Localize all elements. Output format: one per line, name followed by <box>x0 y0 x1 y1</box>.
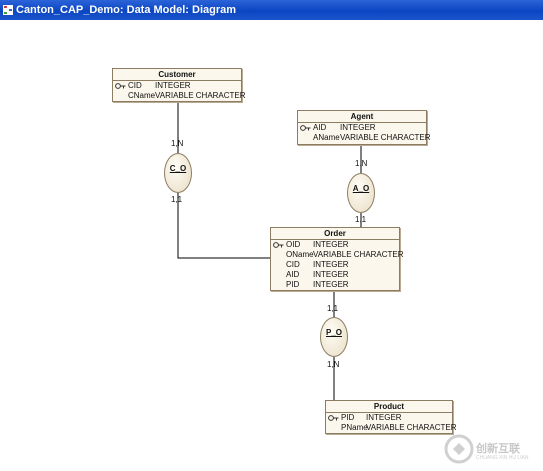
attr-type: INTEGER <box>366 413 402 422</box>
attr-type: VARIABLE CHARACTER <box>313 250 404 259</box>
attr-name: AID <box>286 270 300 279</box>
cardinality-p-o-top: 1,1 <box>327 304 339 313</box>
cardinality-c-o-top: 1,N <box>171 139 184 148</box>
attr-name: AID <box>313 123 327 132</box>
entity-agent-attr-row: AID INTEGER <box>298 123 426 133</box>
watermark: 创新互联 CHUANG XIN HU LIAN <box>444 426 543 471</box>
attr-type: VARIABLE CHARACTER <box>340 133 431 142</box>
attr-name: OID <box>286 240 301 249</box>
entity-order-attr-row: CID INTEGER <box>271 260 399 270</box>
primary-key-icon <box>328 415 339 421</box>
primary-key-icon <box>300 125 311 131</box>
entity-product-attr-row: PName VARIABLE CHARACTER <box>326 423 457 433</box>
attr-type: INTEGER <box>155 81 191 90</box>
attr-name: PID <box>286 280 300 289</box>
attr-name: CName <box>128 91 156 100</box>
attr-name: PName <box>341 423 368 432</box>
entity-customer-title: Customer <box>113 69 241 81</box>
window-titlebar: Canton_CAP_Demo: Data Model: Diagram <box>0 0 543 20</box>
entity-order-title: Order <box>271 228 399 240</box>
entity-product[interactable]: Product PID INTEGER PName VARIABLE CHARA… <box>325 400 457 434</box>
cardinality-a-o-bottom: 1,1 <box>355 215 367 224</box>
entity-agent[interactable]: Agent AID INTEGER AName VARIABLE CHARACT… <box>297 110 431 145</box>
attr-name: OName <box>286 250 314 259</box>
connector-c-o-order <box>177 193 271 259</box>
attr-name: AName <box>313 133 340 142</box>
entity-customer-attr-row: CName VARIABLE CHARACTER <box>113 91 246 101</box>
entity-order-attr-row: PID INTEGER <box>271 280 399 290</box>
entity-product-attr-row: PID INTEGER <box>326 413 452 423</box>
watermark-logo-icon <box>444 434 474 464</box>
cardinality-c-o-bottom: 1,1 <box>171 195 183 204</box>
cardinality-a-o-top: 1,N <box>355 159 368 168</box>
relationship-p-o-label: P_O <box>325 328 342 337</box>
watermark-subtext: CHUANG XIN HU LIAN <box>476 455 529 461</box>
attr-type: VARIABLE CHARACTER <box>366 423 457 432</box>
attr-type: INTEGER <box>313 270 349 279</box>
connector-lines <box>177 100 362 400</box>
attr-type: VARIABLE CHARACTER <box>155 91 246 100</box>
entity-agent-attr-row: AName VARIABLE CHARACTER <box>298 133 431 143</box>
entity-order[interactable]: Order OID INTEGER OName VARIABLE CHARACT… <box>270 227 404 291</box>
app-icon <box>3 5 13 15</box>
primary-key-icon <box>273 242 284 248</box>
relationship-a-o[interactable]: A_O <box>347 173 375 213</box>
relationship-p-o[interactable]: P_O <box>320 317 348 357</box>
window-title: Canton_CAP_Demo: Data Model: Diagram <box>16 4 237 16</box>
entity-order-attr-row: OID INTEGER <box>271 240 399 250</box>
diagram-canvas[interactable]: Customer CID INTEGER CName VARIABLE CHAR… <box>0 20 543 471</box>
attr-name: CID <box>128 81 142 90</box>
entity-product-title: Product <box>326 401 452 413</box>
cardinality-p-o-bottom: 1,N <box>327 360 340 369</box>
entity-agent-title: Agent <box>298 111 426 123</box>
attr-type: INTEGER <box>313 280 349 289</box>
relationship-c-o-label: C_O <box>169 164 187 173</box>
watermark-text: 创新互联 <box>476 443 520 455</box>
attr-type: INTEGER <box>340 123 376 132</box>
relationship-a-o-label: A_O <box>352 184 370 193</box>
attr-name: CID <box>286 260 300 269</box>
relationship-c-o[interactable]: C_O <box>164 153 192 193</box>
entity-customer-attr-row: CID INTEGER <box>113 81 241 91</box>
primary-key-icon <box>115 83 126 89</box>
entity-order-attr-row: OName VARIABLE CHARACTER <box>271 250 404 260</box>
entity-order-attr-row: AID INTEGER <box>271 270 399 280</box>
attr-type: INTEGER <box>313 260 349 269</box>
attr-type: INTEGER <box>313 240 349 249</box>
entity-customer[interactable]: Customer CID INTEGER CName VARIABLE CHAR… <box>112 68 246 102</box>
attr-name: PID <box>341 413 355 422</box>
